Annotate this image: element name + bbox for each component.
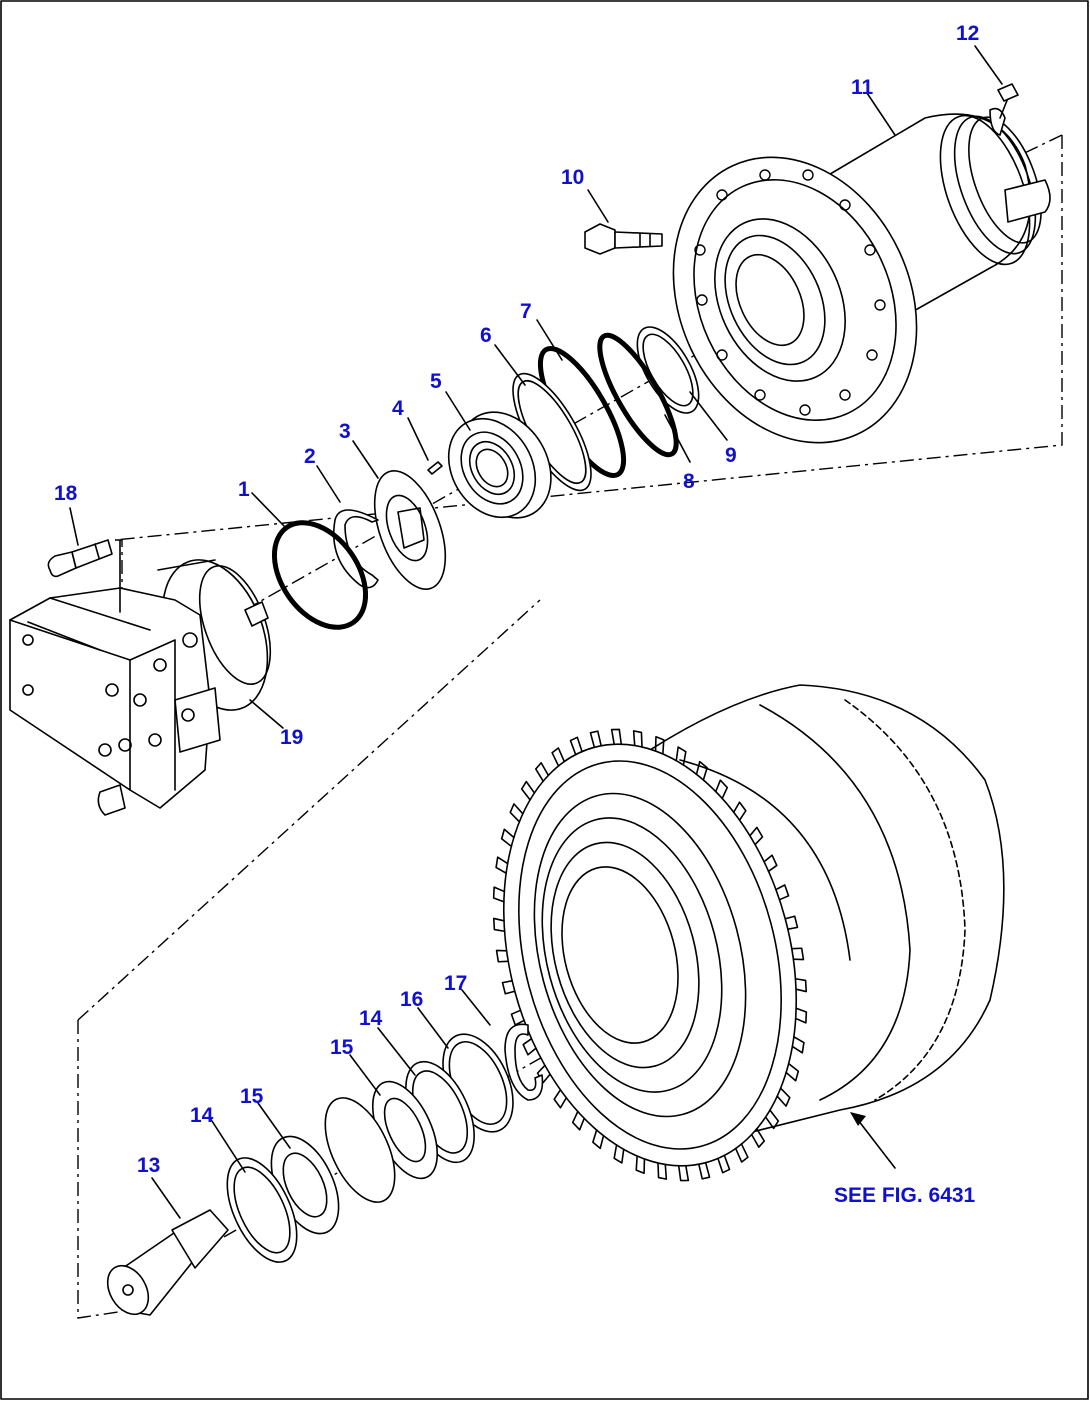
gear-tooth	[495, 856, 509, 875]
hydraulic-motor-19	[9, 539, 272, 816]
gear-tooth	[775, 884, 790, 901]
gear-tooth	[657, 1162, 668, 1180]
gear-tooth	[677, 1164, 690, 1182]
gear-tooth	[675, 746, 687, 766]
callouts: 1 2 3 4 5 6 7 8 9 10 11 12 13 14 15 16 1…	[54, 22, 979, 1207]
gear-tooth	[750, 1128, 766, 1148]
hub-housing-11	[672, 87, 1051, 444]
plug-12	[997, 83, 1019, 102]
callout-3: 3	[339, 420, 351, 443]
gear-tooth	[632, 730, 643, 748]
gear-tooth	[589, 730, 602, 749]
gear-tooth	[509, 803, 524, 823]
callout-12: 12	[956, 22, 979, 45]
gear-tooth	[569, 736, 583, 756]
sun-gear-13	[106, 1209, 229, 1316]
callout-15-right: 15	[330, 1036, 354, 1059]
gear-tooth	[763, 854, 778, 873]
gear-tooth	[553, 1089, 568, 1109]
gear-tooth	[510, 1009, 525, 1026]
callout-19: 19	[280, 726, 303, 749]
plate-14-left	[226, 1157, 298, 1263]
callout-14-right: 14	[359, 1007, 383, 1030]
gear-tooth	[501, 980, 516, 995]
gear-tooth	[794, 977, 808, 993]
gear-tooth	[749, 826, 764, 846]
callout-18: 18	[54, 482, 78, 505]
snap-ring-2	[333, 509, 379, 589]
callout-8: 8	[683, 470, 695, 493]
gear-tooth	[610, 728, 623, 746]
gear-tooth	[791, 1035, 805, 1054]
gear-tooth	[613, 1144, 625, 1164]
plate-middle	[324, 1097, 396, 1203]
gear-tooth	[522, 1037, 537, 1056]
bolt-10	[584, 223, 663, 255]
gear-tooth	[784, 915, 799, 930]
gear-tooth	[492, 886, 506, 903]
gear-tooth	[790, 947, 805, 961]
gear-tooth	[534, 762, 550, 782]
gear-tooth	[785, 1062, 800, 1082]
callout-1: 1	[238, 478, 250, 501]
callout-16: 16	[400, 988, 423, 1011]
callout-9: 9	[725, 444, 737, 467]
see-figure-reference: SEE FIG. 6431	[834, 1184, 976, 1207]
shim-9	[636, 326, 700, 414]
gear-tooth	[698, 1161, 711, 1180]
gear-tooth	[695, 760, 708, 781]
gear-tooth	[714, 779, 729, 800]
bolt-18	[47, 539, 113, 578]
gear-tooth	[492, 917, 506, 933]
gear-tooth	[734, 1143, 749, 1163]
callout-4: 4	[392, 397, 404, 420]
thrust-washer-3	[373, 470, 447, 590]
bearing-5	[447, 411, 552, 519]
callout-10: 10	[561, 166, 584, 189]
callout-17: 17	[444, 972, 467, 995]
gear-tooth	[794, 1007, 808, 1024]
gear-tooth	[776, 1087, 791, 1107]
gear-tooth	[495, 949, 510, 963]
gear-tooth	[635, 1155, 646, 1175]
gear-teeth	[492, 728, 808, 1182]
planetary-carrier-drum	[502, 684, 1005, 1167]
leader-lines	[69, 45, 1003, 1219]
callout-14-left: 14	[190, 1104, 214, 1127]
callout-11: 11	[851, 76, 874, 99]
callout-7: 7	[520, 300, 532, 323]
gear-tooth	[551, 747, 566, 767]
callout-13: 13	[137, 1154, 160, 1177]
callout-5: 5	[430, 370, 442, 393]
gear-tooth	[571, 1110, 586, 1131]
gear-tooth	[717, 1154, 731, 1174]
gear-tooth	[520, 780, 536, 801]
callout-2: 2	[304, 445, 316, 468]
callout-15-left: 15	[240, 1085, 264, 1108]
gear-tooth	[500, 828, 515, 848]
o-ring-8	[597, 332, 679, 458]
o-ring-1	[271, 520, 369, 630]
gear-tooth	[592, 1129, 605, 1150]
gear-tooth	[732, 801, 747, 821]
gear-tooth	[654, 735, 665, 755]
snap-ring-17	[504, 1023, 544, 1101]
gear-tooth	[764, 1109, 780, 1130]
key-4	[427, 461, 443, 475]
callout-6: 6	[480, 324, 492, 347]
